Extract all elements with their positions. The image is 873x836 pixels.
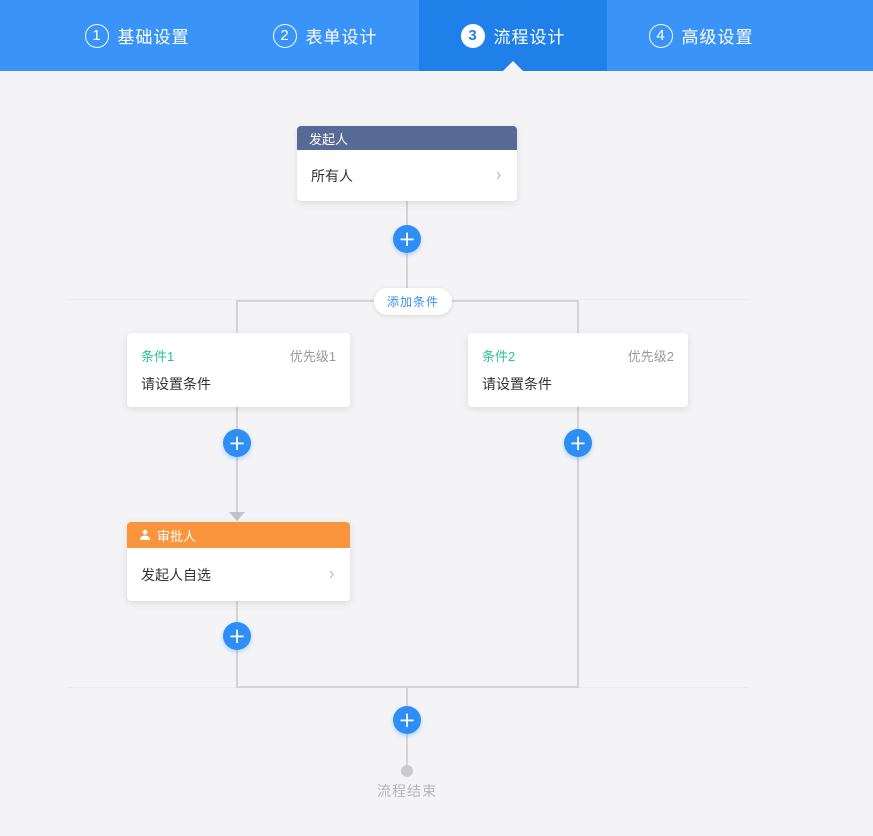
tab-number-badge: 1 (84, 23, 109, 48)
tab-number-badge: 4 (648, 23, 673, 48)
initiator-node[interactable]: 发起人 所有人 › (297, 126, 517, 201)
condition-1-node[interactable]: 条件1 优先级1 请设置条件 (127, 333, 350, 407)
tab-process-design[interactable]: 3 流程设计 (419, 0, 607, 71)
condition-1-priority: 优先级1 (289, 349, 336, 364)
condition-1-header-row: 条件1 优先级1 (141, 346, 336, 365)
condition-2-name: 条件2 (482, 349, 516, 364)
plus-icon: + (569, 430, 587, 455)
person-icon (139, 529, 151, 541)
tab-number-badge: 2 (272, 23, 297, 48)
flow-canvas: 发起人 所有人 › + 添加条件 条件1 优先级1 请设置条件 条件2 优先级2… (0, 71, 873, 836)
add-condition-label: 添加条件 (387, 295, 440, 309)
add-node-button-left-branch[interactable]: + (223, 429, 251, 457)
arrow-into-approver-icon (229, 512, 245, 521)
add-node-button-after-approver[interactable]: + (223, 622, 251, 650)
flow-end-dot (401, 765, 413, 777)
approver-node-header: 审批人 (127, 522, 350, 548)
add-node-button-right-branch[interactable]: + (564, 429, 592, 457)
condition-2-node[interactable]: 条件2 优先级2 请设置条件 (468, 333, 688, 407)
add-node-button-before-end[interactable]: + (393, 706, 421, 734)
condition-1-name: 条件1 (141, 349, 175, 364)
flow-end-label: 流程结束 (377, 783, 437, 799)
chevron-right-icon: › (496, 164, 503, 186)
approver-title: 审批人 (157, 528, 197, 544)
step-tab-bar: 1 基础设置 2 表单设计 3 流程设计 4 高级设置 (0, 0, 873, 71)
tab-advanced-settings[interactable]: 4 高级设置 (607, 0, 795, 71)
condition-2-priority: 优先级2 (627, 349, 674, 364)
add-node-button-after-initiator[interactable]: + (393, 225, 421, 253)
initiator-title: 发起人 (309, 131, 349, 147)
plus-icon: + (228, 623, 246, 648)
approver-node-body: 发起人自选 › (127, 548, 350, 601)
tab-form-design[interactable]: 2 表单设计 (231, 0, 419, 71)
tab-basic-settings[interactable]: 1 基础设置 (43, 0, 231, 71)
tab-label: 流程设计 (493, 28, 566, 47)
add-condition-button[interactable]: 添加条件 (374, 288, 453, 315)
plus-icon: + (228, 430, 246, 455)
right-branch-line (577, 300, 579, 688)
tab-label: 表单设计 (305, 28, 378, 47)
initiator-node-body: 所有人 › (297, 150, 517, 201)
plus-icon: + (398, 707, 416, 732)
condition-1-value: 请设置条件 (141, 376, 211, 392)
approver-node[interactable]: 审批人 发起人自选 › (127, 522, 350, 601)
chevron-right-icon: › (329, 563, 336, 585)
condition-2-header-row: 条件2 优先级2 (482, 346, 674, 365)
plus-icon: + (398, 226, 416, 251)
tab-label: 基础设置 (117, 28, 190, 47)
approver-value: 发起人自选 (141, 566, 211, 583)
tab-label: 高级设置 (681, 28, 754, 47)
condition-2-value: 请设置条件 (482, 376, 552, 392)
initiator-node-header: 发起人 (297, 126, 517, 150)
initiator-value: 所有人 (311, 167, 353, 184)
tab-number-badge: 3 (460, 23, 485, 48)
